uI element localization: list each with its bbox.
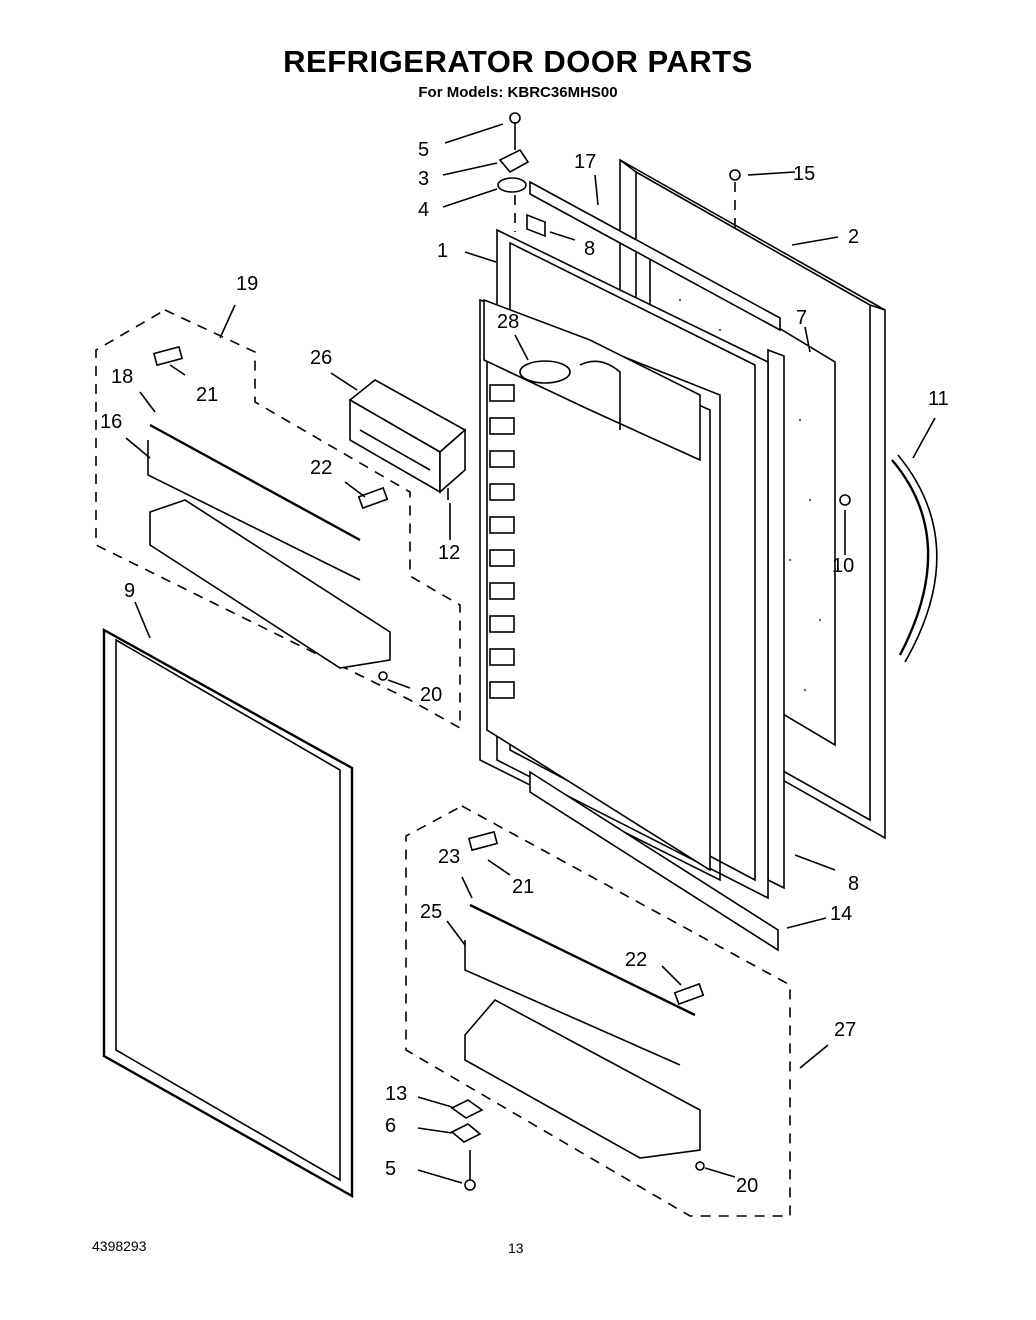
callout-22-top: 22 [310, 457, 332, 479]
inner-door-liner [479, 228, 769, 900]
callout-numbers: 5 3 4 17 15 2 1 8 19 7 28 26 18 21 11 16… [100, 139, 949, 1197]
dispenser-cover [348, 379, 467, 494]
callout-26: 26 [310, 347, 332, 369]
callout-11: 11 [928, 388, 949, 410]
callout-21-bottom: 21 [512, 876, 534, 898]
callout-5-bottom: 5 [385, 1158, 396, 1180]
page-number: 13 [508, 1240, 524, 1256]
callout-27: 27 [834, 1019, 856, 1041]
callout-14: 14 [830, 903, 852, 925]
liner-shelf-tabs [489, 384, 515, 699]
callout-25: 25 [420, 901, 442, 923]
upper-shelf-assembly [95, 309, 461, 730]
callout-8-bottom: 8 [848, 873, 859, 895]
callout-23: 23 [438, 846, 460, 868]
callout-12: 12 [438, 542, 460, 564]
document-number: 4398293 [92, 1238, 147, 1254]
callout-9: 9 [124, 580, 135, 602]
bottom-trim-strip [529, 770, 779, 952]
model-subtitle: For Models: KBRC36MHS00 [418, 84, 618, 101]
callout-5-top: 5 [418, 139, 429, 161]
screws [378, 169, 851, 1171]
page-title: REFRIGERATOR DOOR PARTS [283, 44, 753, 79]
top-trim-strip [529, 180, 781, 332]
callout-6: 6 [385, 1115, 396, 1137]
door-gasket [102, 627, 354, 1199]
callout-2: 2 [848, 226, 859, 248]
bottom-hinge-parts [450, 1099, 484, 1191]
callout-20-top: 20 [420, 684, 442, 706]
callout-3: 3 [418, 168, 429, 190]
callout-13: 13 [385, 1083, 407, 1105]
callout-18: 18 [111, 366, 133, 388]
door-handle [891, 454, 938, 663]
callout-4: 4 [418, 199, 429, 221]
callout-16: 16 [100, 411, 122, 433]
callout-8-top: 8 [584, 238, 595, 260]
callout-20-bottom: 20 [736, 1175, 758, 1197]
callout-10: 10 [832, 555, 854, 577]
top-hinge-parts [497, 112, 530, 232]
leader-lines [125, 123, 936, 1184]
callout-28: 28 [497, 311, 519, 333]
callout-21-top: 21 [196, 384, 218, 406]
callout-19: 19 [236, 273, 258, 295]
callout-1: 1 [437, 240, 448, 262]
callout-7: 7 [796, 307, 807, 329]
callout-17: 17 [574, 151, 596, 173]
callout-22-bottom: 22 [625, 949, 647, 971]
callout-15: 15 [793, 163, 815, 185]
lower-shelf-assembly [405, 805, 791, 1217]
